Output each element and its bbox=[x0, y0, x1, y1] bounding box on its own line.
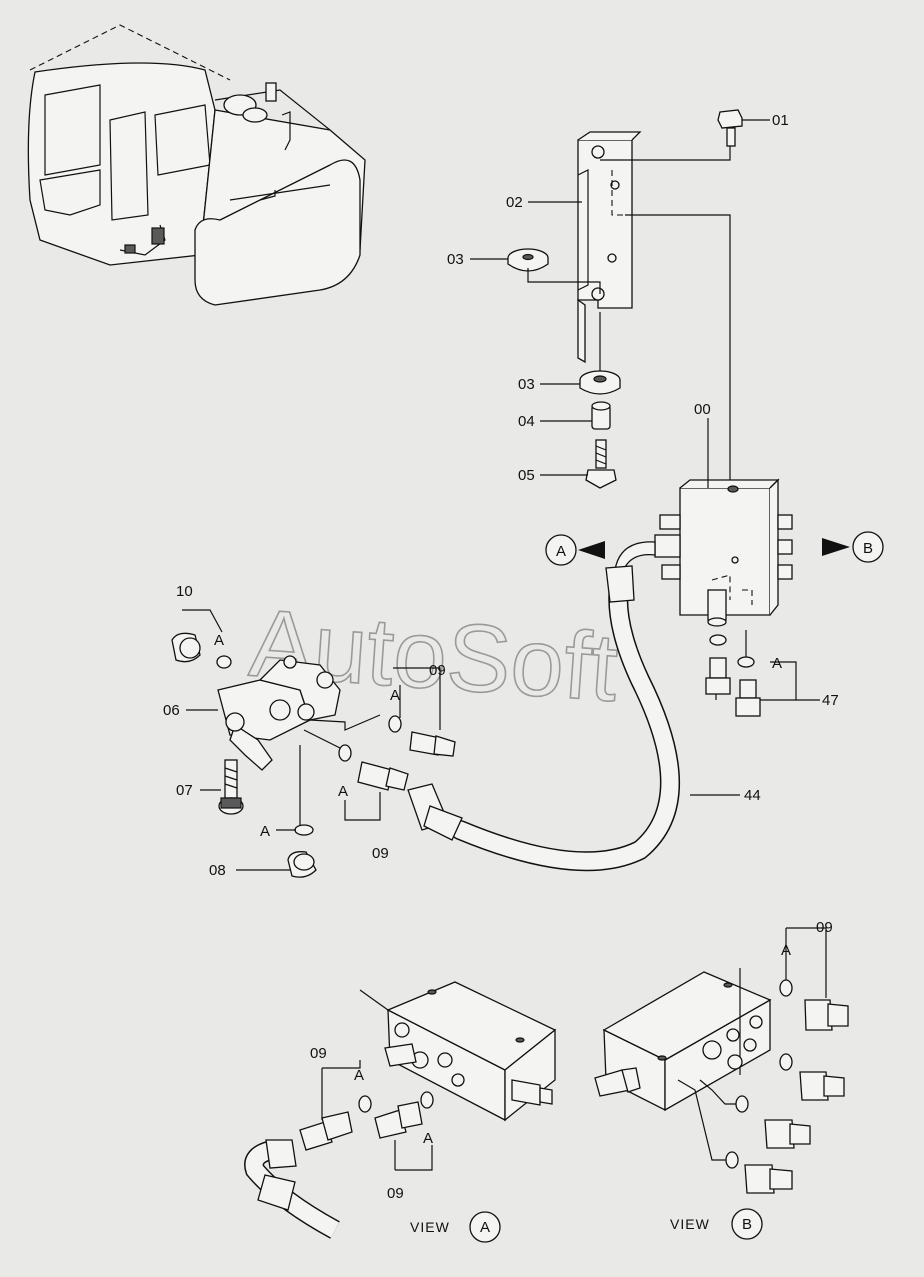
o-ring-reference-labels: A A A A A A A A bbox=[214, 632, 791, 1147]
ring-ref-a1: A bbox=[214, 632, 224, 649]
ring-ref-a8: A bbox=[781, 942, 791, 959]
part-label-09-view-b: 09 bbox=[816, 919, 833, 936]
view-a-caption-letter: A bbox=[480, 1219, 490, 1236]
ring-ref-a4: A bbox=[260, 823, 270, 840]
part-label-01: 01 bbox=[772, 112, 789, 129]
part-label-09-upper: 09 bbox=[429, 662, 446, 679]
part-label-09-view-a-bottom: 09 bbox=[387, 1185, 404, 1202]
ring-ref-a2: A bbox=[390, 687, 400, 704]
part-label-09-lower: 09 bbox=[372, 845, 389, 862]
part-label-07: 07 bbox=[176, 782, 193, 799]
view-a-detail bbox=[244, 981, 557, 1243]
ring-ref-a5: A bbox=[772, 655, 782, 672]
part-label-06: 06 bbox=[163, 702, 180, 719]
fittings-47 bbox=[705, 630, 820, 717]
valve-06-assembly bbox=[171, 609, 456, 878]
part-number-labels: 01 02 03 03 04 05 00 10 06 07 08 09 09 4… bbox=[163, 112, 839, 1202]
excavator-body-drawing bbox=[27, 24, 366, 306]
part-label-08: 08 bbox=[209, 862, 226, 879]
hose-44 bbox=[407, 565, 740, 872]
view-marker-b-letter: B bbox=[863, 540, 873, 557]
part-label-44: 44 bbox=[744, 787, 761, 804]
view-marker-a-letter: A bbox=[556, 543, 566, 560]
part-label-03-lower: 03 bbox=[518, 376, 535, 393]
part-label-05: 05 bbox=[518, 467, 535, 484]
part-label-09-view-a-left: 09 bbox=[310, 1045, 327, 1062]
view-a-caption: VIEW bbox=[410, 1219, 450, 1235]
part-label-47: 47 bbox=[822, 692, 839, 709]
valve-block bbox=[654, 478, 793, 627]
view-b-detail bbox=[594, 927, 849, 1240]
part-label-04: 04 bbox=[518, 413, 535, 430]
ring-ref-a6: A bbox=[354, 1067, 364, 1084]
ring-ref-a7: A bbox=[423, 1130, 433, 1147]
ring-ref-a3: A bbox=[338, 783, 348, 800]
part-label-03-upper: 03 bbox=[447, 251, 464, 268]
view-direction-markers bbox=[545, 531, 884, 566]
part-label-00: 00 bbox=[694, 401, 711, 418]
bracket-assembly bbox=[507, 109, 743, 490]
leader-lines bbox=[186, 119, 770, 791]
view-b-caption: VIEW bbox=[670, 1216, 710, 1232]
part-label-02: 02 bbox=[506, 194, 523, 211]
part-label-10: 10 bbox=[176, 583, 193, 600]
view-b-caption-letter: B bbox=[742, 1216, 752, 1233]
